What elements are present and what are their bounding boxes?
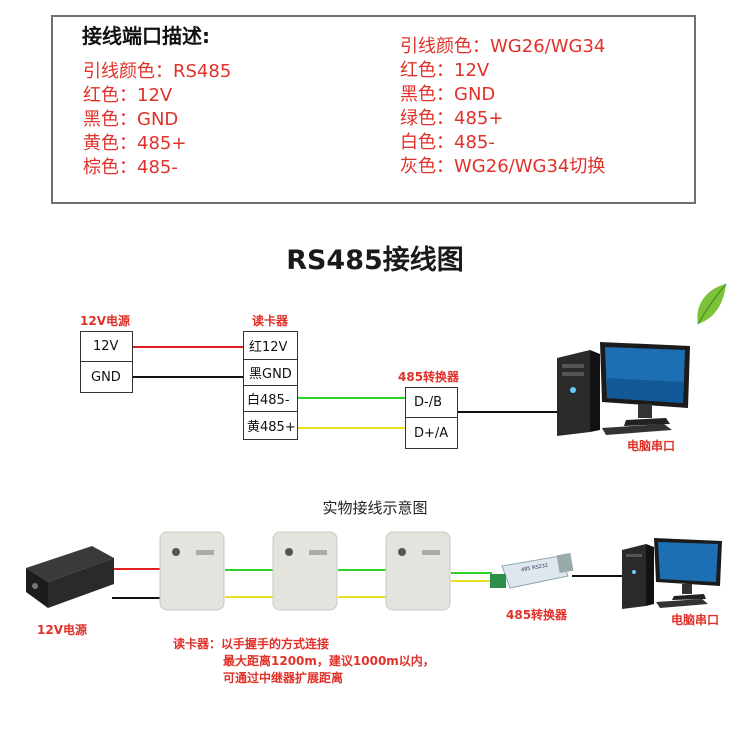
pc-caption: 电脑串口 <box>627 439 676 453</box>
photo-section-title: 实物接线示意图 <box>322 499 428 517</box>
reader-note-line: 可通过中继器扩展距离 <box>223 671 344 685</box>
reader-note: 读卡器：以手握手的方式连接 最大距离1200m，建议1000m以内， 可通过中继… <box>173 636 435 687</box>
photo-pc-caption: 电脑串口 <box>671 613 720 627</box>
reader-caption: 读卡器 <box>252 314 289 328</box>
rs485-line: 黑色：GND <box>83 109 179 130</box>
wiegand-line: 引线颜色：WG26/WG34 <box>400 36 606 57</box>
rs485-converter-image <box>490 552 574 589</box>
rs485-line: 引线颜色：RS485 <box>83 61 232 82</box>
wiegand-wire-list: 引线颜色：WG26/WG34 红色：12V 黑色：GND 绿色：485+ 白色：… <box>400 35 605 179</box>
photo-converter-caption: 485转换器 <box>506 608 568 622</box>
power-terminal-gnd: GND <box>80 361 133 393</box>
reader-terminal-yellow: 黄485+ <box>243 411 298 440</box>
reader-terminal-white: 白485- <box>243 385 298 412</box>
reader-note-line: 读卡器：以手握手的方式连接 <box>173 637 330 651</box>
wiegand-line: 灰色：WG26/WG34切换 <box>400 156 606 177</box>
wiegand-line: 红色：12V <box>400 60 490 81</box>
card-reader-image <box>385 531 451 611</box>
photo-computer-icon <box>622 538 722 609</box>
reader-terminal-black: 黑GND <box>243 359 298 386</box>
description-title: 接线端口描述: <box>82 24 210 48</box>
wiegand-line: 绿色：485+ <box>400 108 504 129</box>
power-supply-image <box>26 546 114 608</box>
desktop-computer-icon <box>557 342 690 436</box>
power-caption: 12V电源 <box>80 314 130 328</box>
card-reader-image <box>159 531 225 611</box>
card-reader-image <box>272 531 338 611</box>
rs485-line: 红色：12V <box>83 85 173 106</box>
photo-power-caption: 12V电源 <box>37 623 87 637</box>
wiegand-line: 黑色：GND <box>400 84 496 105</box>
reader-note-line: 最大距离1200m，建议1000m以内， <box>223 654 435 668</box>
rs485-line: 棕色：485- <box>83 157 178 178</box>
rs485-wire-list: 引线颜色：RS485 红色：12V 黑色：GND 黄色：485+ 棕色：485- <box>83 60 231 180</box>
reader-terminal-red: 红12V <box>243 331 298 360</box>
converter-caption: 485转换器 <box>398 370 460 384</box>
diagram-title: RS485接线图 <box>286 245 464 276</box>
port-description-box <box>51 15 696 204</box>
wiegand-line: 白色：485- <box>400 132 495 153</box>
rs485-line: 黄色：485+ <box>83 133 187 154</box>
converter-terminal-b: D-/B <box>405 387 458 418</box>
converter-terminal-a: D+/A <box>405 417 458 449</box>
leaf-icon <box>697 283 727 325</box>
